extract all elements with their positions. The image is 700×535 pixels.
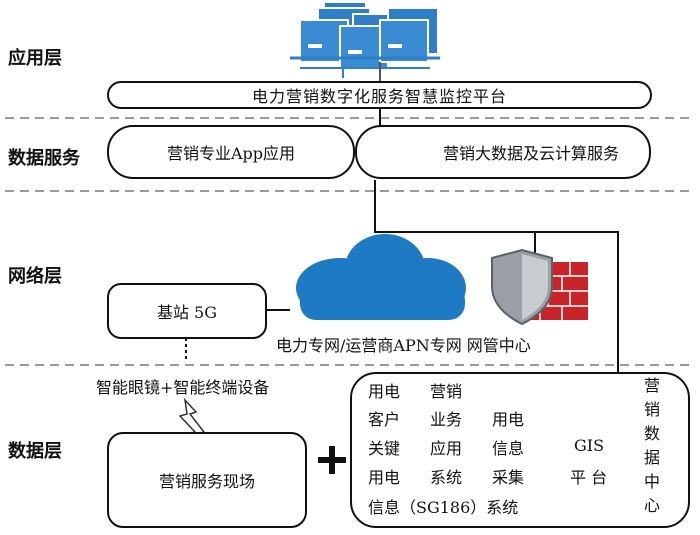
platform-label: 电力营销数字化服务智慧监控平台 bbox=[251, 87, 507, 106]
system-cell-r1c1: 用电 bbox=[368, 382, 401, 401]
data-center-char: 销 bbox=[643, 400, 660, 419]
layer-label-application: 应用层 bbox=[8, 48, 62, 69]
data-center-char: 数 bbox=[643, 424, 660, 443]
system-cell-r3c3: 信息 bbox=[492, 439, 525, 458]
field-label: 营销服务现场 bbox=[158, 472, 255, 491]
layer-label-network: 网络层 bbox=[8, 266, 62, 287]
connector-services-network bbox=[374, 180, 619, 374]
data-center-char: 心 bbox=[643, 496, 660, 515]
field-box: 营销服务现场 bbox=[107, 432, 307, 528]
bigdata-service-label: 营销大数据及云计算服务 bbox=[442, 144, 619, 163]
apn-label: 电力专网/运营商APN专网 网管中心 bbox=[276, 336, 531, 355]
app-service-label: 营销专业App应用 bbox=[166, 144, 296, 163]
sg186-label: 信息（SG186）系统 bbox=[368, 498, 519, 517]
data-center-label: 营销数据中心 bbox=[640, 374, 664, 518]
gis-label: GIS bbox=[574, 436, 605, 455]
system-cell-r3c1: 关键 bbox=[368, 439, 401, 458]
layer-label-data-service: 数据服务 bbox=[8, 148, 80, 169]
base-station-label: 基站 5G bbox=[156, 303, 218, 322]
bigdata-service-box: 营销大数据及云计算服务 bbox=[355, 125, 651, 179]
cloud-icon bbox=[296, 234, 466, 320]
data-center-char: 中 bbox=[643, 472, 660, 491]
server-icon bbox=[290, 3, 440, 82]
data-center-char: 据 bbox=[643, 448, 660, 467]
systems-box: 用电 营销 客户 业务 用电 关键 应用 信息 用电 系统 采集 信息（SG18… bbox=[350, 372, 690, 528]
system-cell-r1c2: 营销 bbox=[430, 382, 463, 401]
data-center-char: 营 bbox=[643, 376, 660, 395]
system-cell-r2c3: 用电 bbox=[492, 410, 525, 429]
system-cell-r4c3: 采集 bbox=[492, 468, 525, 487]
plus-sign bbox=[318, 446, 346, 474]
layer-label-data: 数据层 bbox=[8, 441, 62, 462]
base-station-box: 基站 5G bbox=[107, 283, 267, 339]
gis-platform-label: 平 台 bbox=[570, 468, 608, 487]
system-cell-r2c1: 客户 bbox=[368, 410, 401, 429]
platform-box: 电力营销数字化服务智慧监控平台 bbox=[107, 81, 652, 109]
system-cell-r3c2: 应用 bbox=[430, 439, 463, 458]
shield-icon bbox=[491, 248, 553, 326]
system-cell-r4c2: 系统 bbox=[430, 468, 463, 487]
app-service-box: 营销专业App应用 bbox=[107, 125, 355, 179]
devices-label: 智能眼镜+智能终端设备 bbox=[96, 378, 270, 397]
system-cell-r2c2: 业务 bbox=[430, 410, 463, 429]
system-cell-r4c1: 用电 bbox=[368, 468, 401, 487]
